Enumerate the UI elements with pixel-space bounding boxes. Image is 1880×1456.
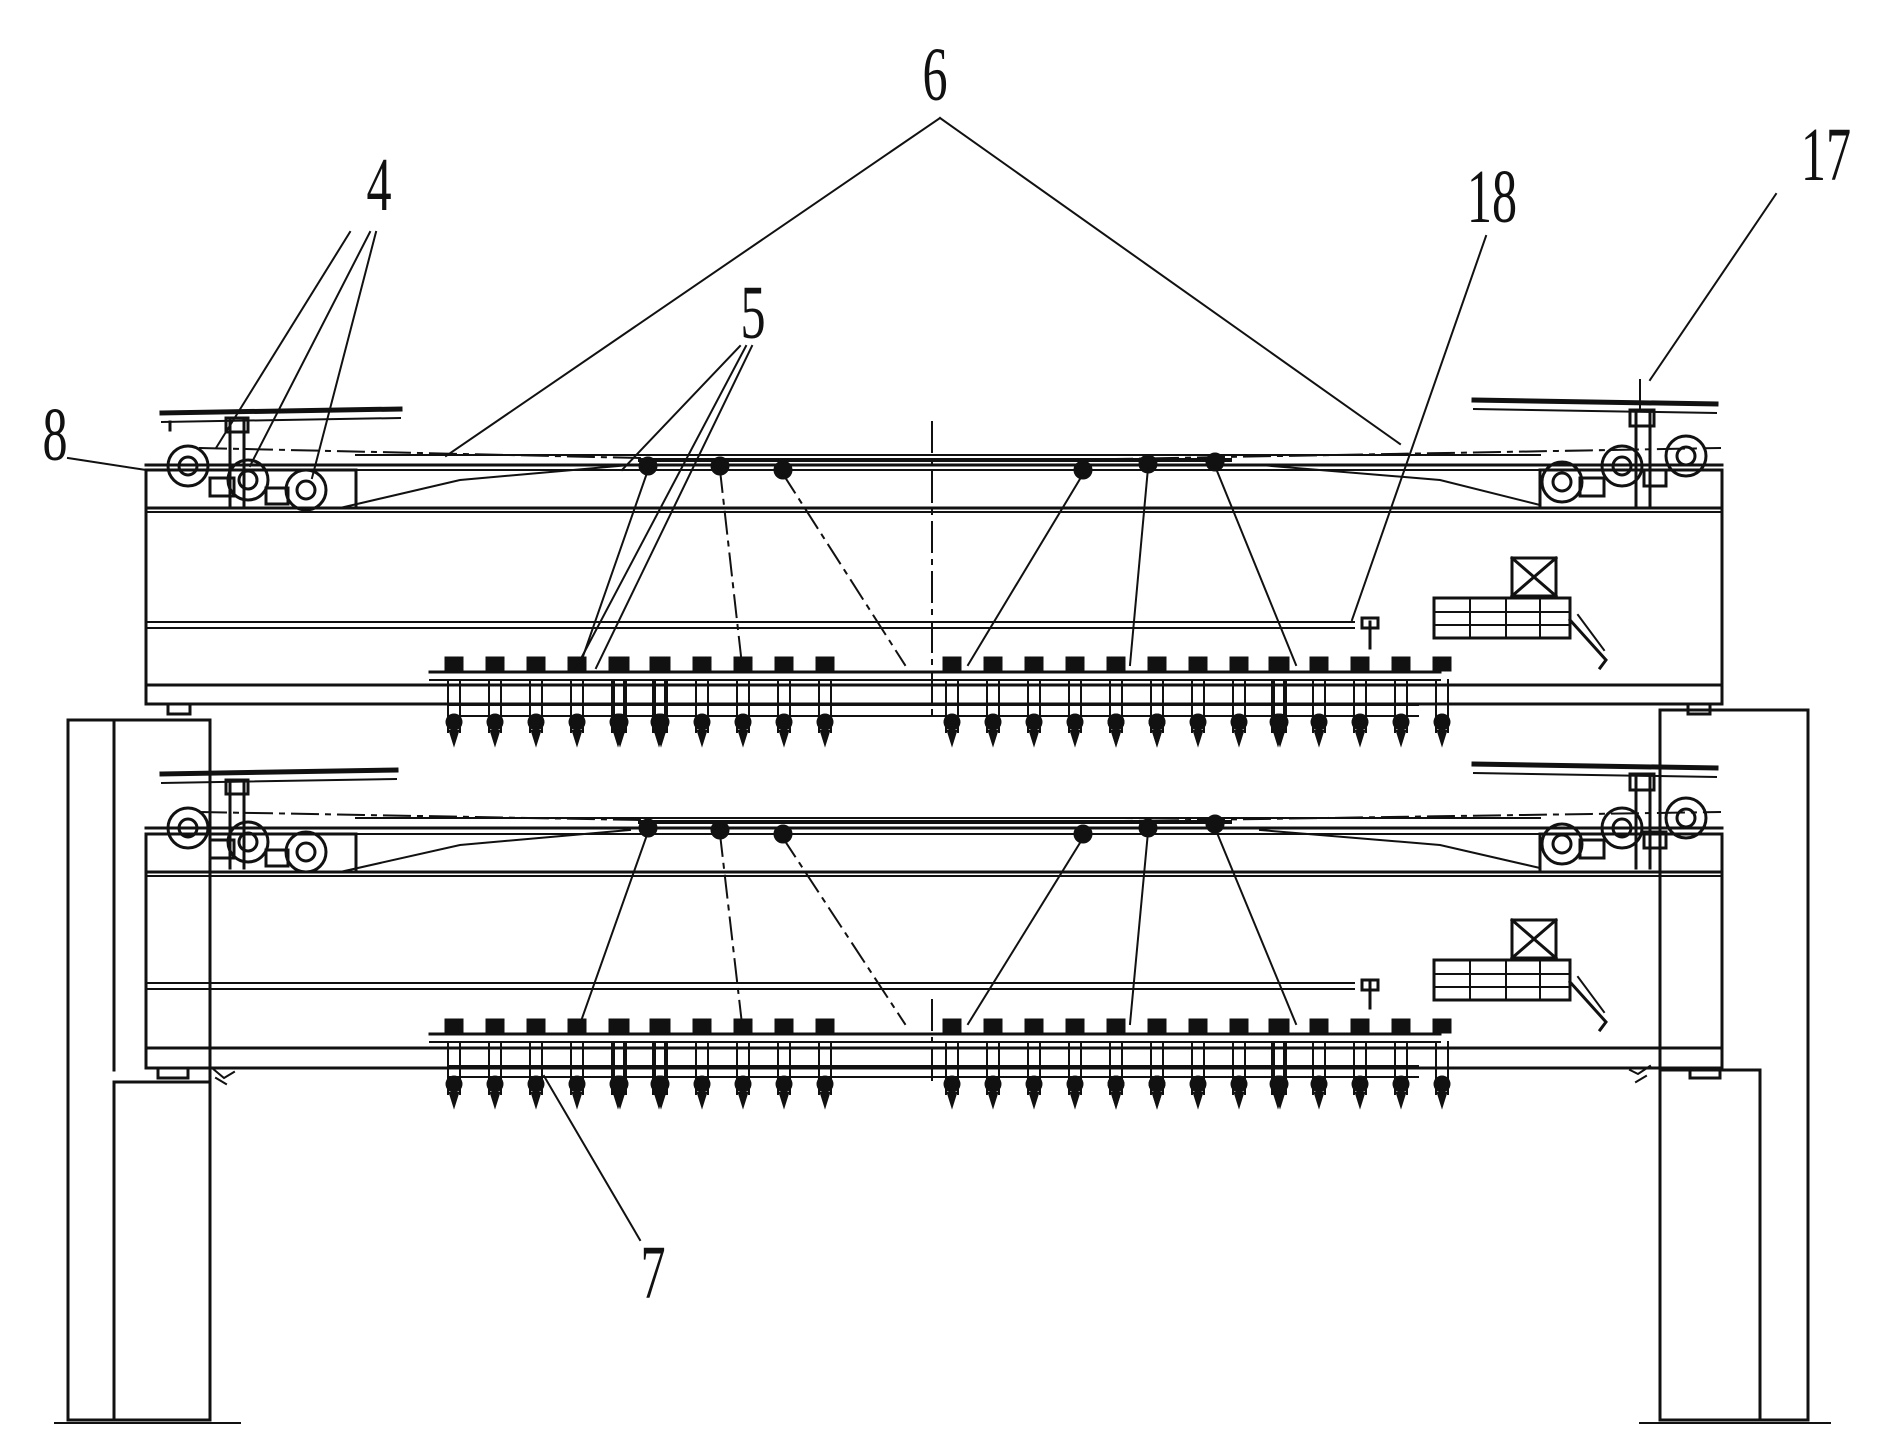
pulley-icon <box>638 452 1225 480</box>
hook-icon <box>1268 1018 1288 1110</box>
hook-icon <box>1065 656 1085 748</box>
hook-icon <box>1309 1018 1329 1110</box>
hook-icon <box>815 656 835 748</box>
hook-icon <box>1350 1018 1370 1110</box>
hook-icon <box>1309 656 1329 748</box>
label-7: 7 <box>640 1231 665 1315</box>
hook-icon <box>942 656 962 748</box>
label-8: 8 <box>42 393 67 477</box>
upper-crane <box>144 379 1724 748</box>
hook-icon <box>1229 1018 1249 1110</box>
drive-wheel-icon <box>1540 434 1708 504</box>
hook-icon <box>815 1018 835 1110</box>
hook-icon <box>1432 1018 1452 1110</box>
drive-wheel-icon <box>166 806 328 874</box>
hook-icon <box>1432 656 1452 748</box>
hook-icon <box>1229 656 1249 748</box>
hook-icon <box>692 1018 712 1110</box>
leader-lines <box>66 116 1778 1242</box>
label-6: 6 <box>922 33 947 117</box>
drive-wheel-icon <box>1540 796 1708 866</box>
hook-icon <box>1391 1018 1411 1110</box>
hook-icon <box>1106 1018 1126 1110</box>
hook-icon <box>526 1018 546 1110</box>
reference-labels: 6 4 5 8 18 17 7 <box>42 33 1851 1315</box>
lower-crane <box>144 761 1724 1110</box>
right-column <box>1639 708 1831 1424</box>
hook-icon <box>610 1018 630 1110</box>
hook-icon <box>444 656 464 748</box>
hook-icon <box>1350 656 1370 748</box>
hook-icon <box>485 1018 505 1110</box>
hook-icon <box>1024 656 1044 748</box>
hook-icon <box>444 1018 464 1110</box>
hook-icon <box>1065 1018 1085 1110</box>
left-column <box>54 718 241 1424</box>
label-18: 18 <box>1467 155 1517 239</box>
hook-icon <box>1147 656 1167 748</box>
hook-icon <box>1268 656 1288 748</box>
hook-icon <box>733 656 753 748</box>
lifting-hook-row <box>444 656 1452 748</box>
hook-icon <box>983 1018 1003 1110</box>
hook-icon <box>485 656 505 748</box>
hook-icon <box>567 656 587 748</box>
hook-icon <box>1188 656 1208 748</box>
hook-icon <box>983 656 1003 748</box>
hook-icon <box>1106 656 1126 748</box>
hook-icon <box>567 1018 587 1110</box>
hook-icon <box>651 656 671 748</box>
hook-icon <box>1024 1018 1044 1110</box>
drive-wheel-icon <box>166 444 328 512</box>
hook-icon <box>651 1018 671 1110</box>
hook-icon <box>774 1018 794 1110</box>
hook-icon <box>1391 656 1411 748</box>
hook-icon <box>774 656 794 748</box>
hook-icon <box>942 1018 962 1110</box>
lifting-hook-row <box>444 1018 1452 1110</box>
hook-icon <box>733 1018 753 1110</box>
hook-icon <box>1147 1018 1167 1110</box>
hook-icon <box>526 656 546 748</box>
label-5: 5 <box>740 271 765 355</box>
label-4: 4 <box>366 143 391 227</box>
hook-icon <box>610 656 630 748</box>
pulley-icon <box>638 814 1225 844</box>
label-17: 17 <box>1801 113 1851 197</box>
hook-icon <box>692 656 712 748</box>
hook-icon <box>1188 1018 1208 1110</box>
